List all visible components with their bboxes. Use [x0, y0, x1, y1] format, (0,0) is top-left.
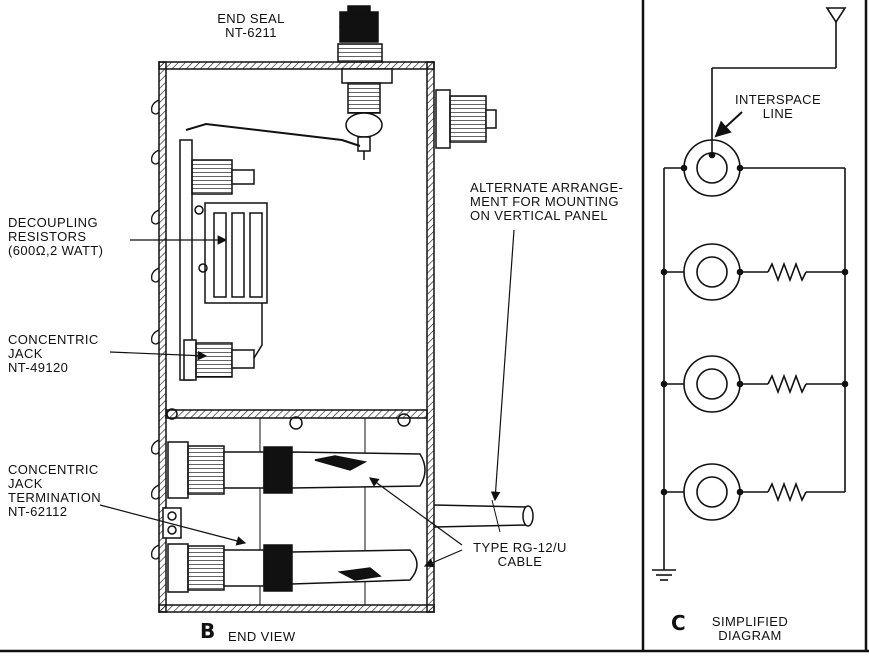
hinge-knobs: [151, 99, 160, 560]
termination-jack-upper: [167, 441, 426, 499]
concentric-label-line1: CONCENTRIC: [8, 332, 99, 347]
simplified-title-line2: DIAGRAM: [718, 628, 782, 643]
concentric-label-line3: NT-49120: [8, 360, 69, 375]
interspace-label-line1: INTERSPACE: [734, 92, 822, 107]
upper-jack: [191, 159, 255, 195]
jack-termination-label: CONCENTRIC JACK TERMINATION NT-62112: [8, 463, 101, 519]
decoupling-label-line1: DECOUPLING: [8, 215, 98, 230]
divider-screw-right: [397, 413, 411, 427]
cable-type-label: TYPE RG-12/U CABLE: [465, 541, 575, 569]
alternate-label-line1: ALTERNATE ARRANGE-: [470, 180, 624, 195]
alternate-label-line3: ON VERTICAL PANEL: [470, 208, 609, 223]
jack-row-2: [660, 243, 849, 301]
concentric-label-line2: JACK: [8, 346, 43, 361]
center-rod: [185, 122, 361, 147]
simplified-title-line1: SIMPLIFIED: [711, 614, 789, 629]
jack-row-3: [660, 355, 849, 413]
end-seal-label-line1: END SEAL: [217, 11, 285, 26]
enclosure-wall-top: [158, 61, 435, 70]
cable-label-line2: CABLE: [497, 554, 543, 569]
simplified-diagram-drawing: [652, 7, 849, 581]
divider-screw-left: [166, 408, 178, 420]
termination-label-line4: NT-62112: [8, 504, 68, 519]
alternate-side-connector: [435, 89, 497, 149]
enclosure-divider: [165, 409, 428, 419]
alternate-label-line2: MENT FOR MOUNTING: [470, 194, 619, 209]
divider-screw-mid: [289, 416, 303, 430]
ground-icon: [652, 569, 676, 581]
leader-lines: [99, 22, 515, 568]
end-view-drawing: [99, 5, 534, 613]
interspace-label-line2: LINE: [762, 106, 794, 121]
decoupling-resistors-label: DECOUPLING RESISTORS (600Ω,2 WATT): [8, 216, 103, 258]
end-seal-label-line2: NT-6211: [225, 25, 277, 40]
termination-jack-lower: [167, 543, 418, 593]
enclosure-wall-bottom: [158, 604, 435, 613]
lower-concentric-jack: [183, 303, 263, 381]
decoupling-label-line2: RESISTORS: [8, 229, 87, 244]
cable-label-line1: TYPE RG-12/U: [473, 540, 567, 555]
interspace-line-label: INTERSPACE LINE: [730, 93, 826, 121]
decoupling-label-line3: (600Ω,2 WATT): [8, 243, 104, 258]
termination-label-line1: CONCENTRIC: [8, 462, 99, 477]
simplified-panel-title: SIMPLIFIED DIAGRAM: [700, 615, 800, 643]
termination-label-line2: JACK: [8, 476, 43, 491]
antenna-icon: [711, 7, 847, 155]
jack-row-1: [664, 139, 845, 197]
end-view-panel-letter: B: [200, 619, 216, 643]
termination-label-line3: TERMINATION: [8, 490, 101, 505]
alternate-arrangement-label: ALTERNATE ARRANGE- MENT FOR MOUNTING ON …: [470, 181, 623, 223]
jack-row-4: [660, 463, 845, 521]
interspace-arrow: [714, 111, 743, 138]
end-seal-label: END SEAL NT-6211: [196, 12, 306, 40]
concentric-jack-label: CONCENTRIC JACK NT-49120: [8, 333, 99, 375]
external-cable: [433, 499, 534, 533]
resistor-block: [194, 202, 268, 304]
enclosure-wall-right: [426, 61, 435, 613]
end-seal-connector: [337, 5, 393, 160]
simplified-panel-letter: C: [671, 611, 687, 635]
end-view-panel-title: END VIEW: [228, 629, 296, 644]
